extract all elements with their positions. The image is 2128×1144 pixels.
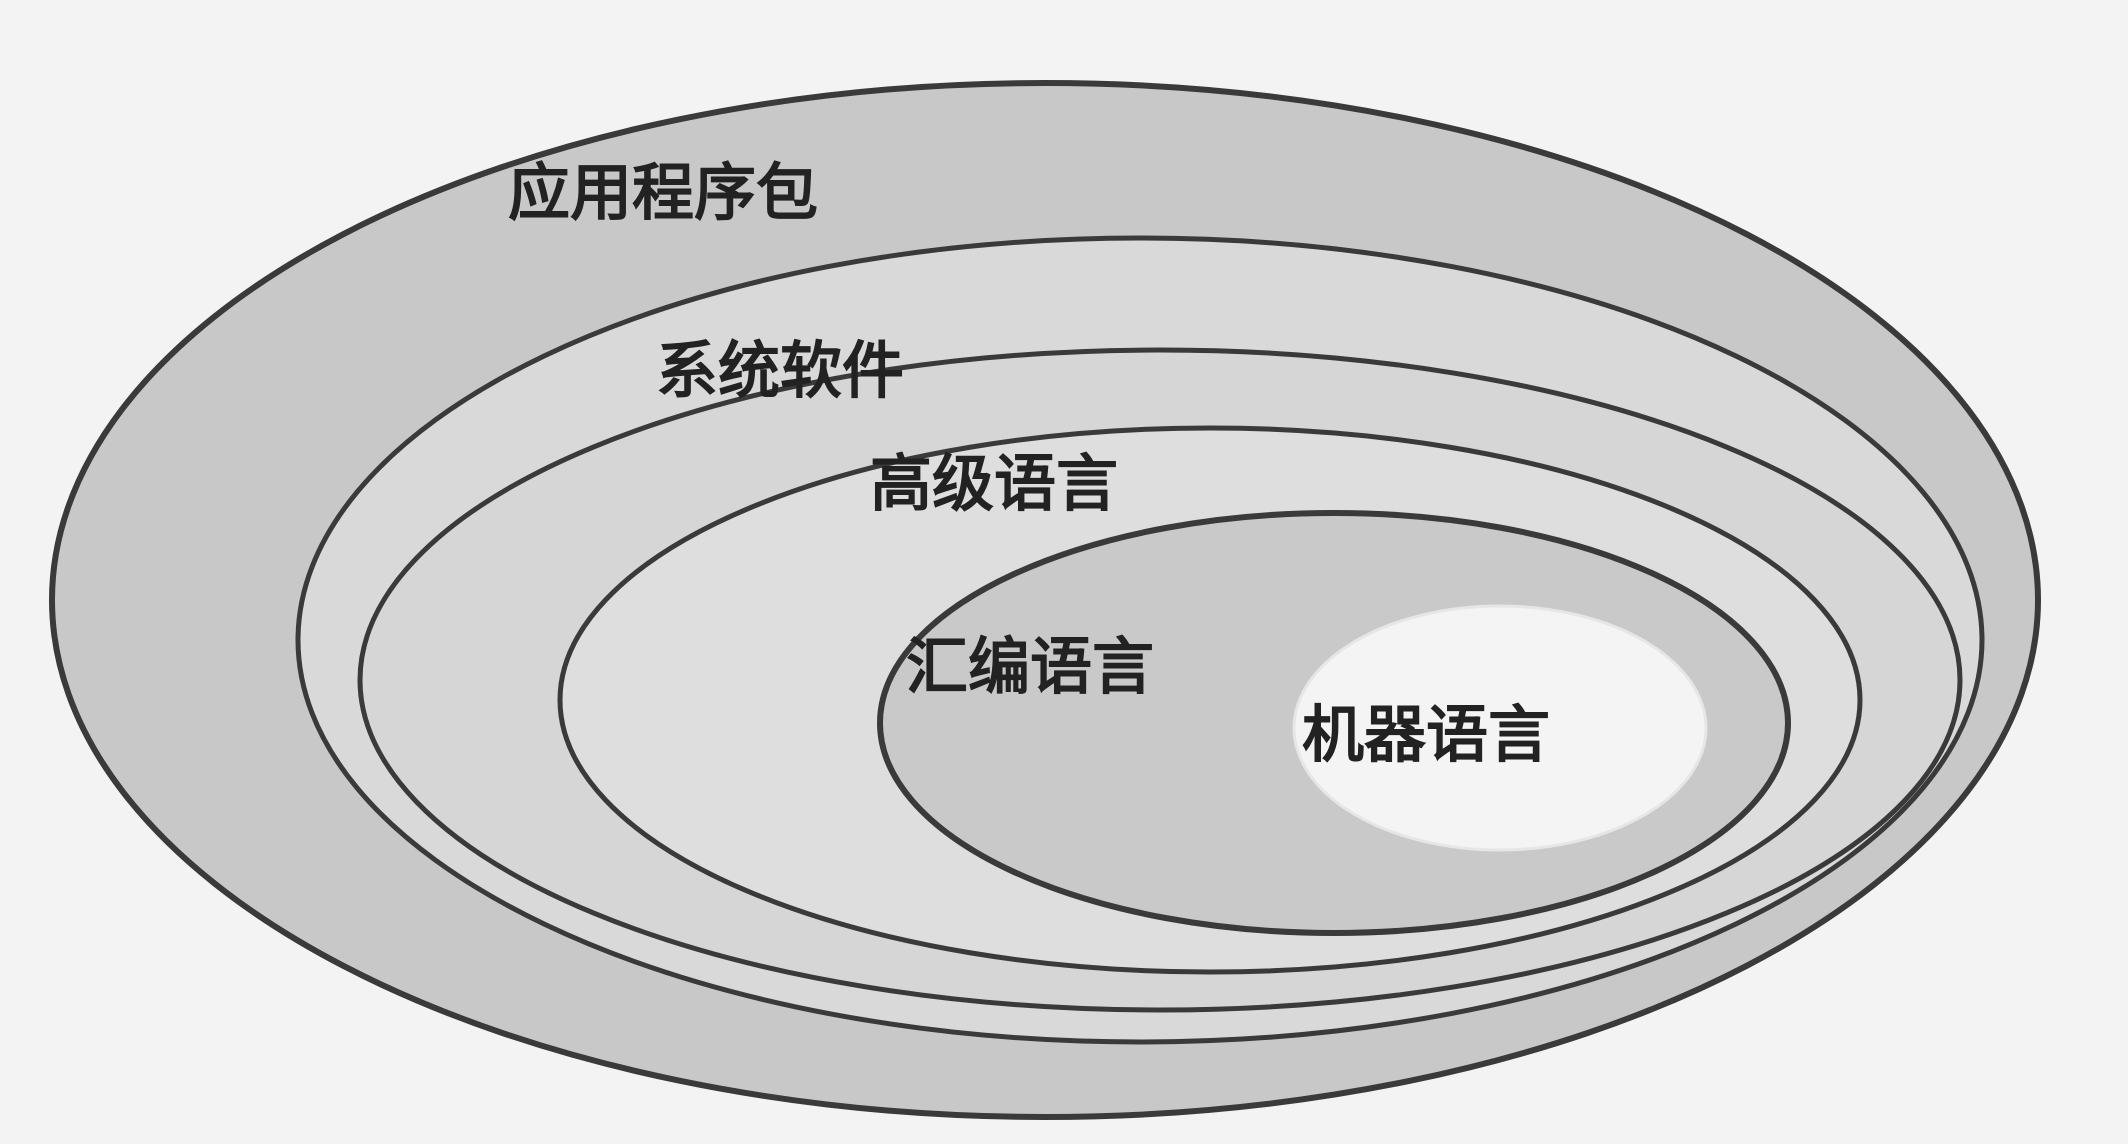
label-machine-language: 机器语言: [1302, 698, 1550, 771]
label-high-level-language: 高级语言: [870, 447, 1118, 520]
layer-machine-language: [1292, 604, 1708, 852]
label-application-packages: 应用程序包: [508, 156, 818, 229]
label-system-software: 系统软件: [656, 334, 904, 407]
label-assembly-language: 汇编语言: [906, 630, 1154, 703]
